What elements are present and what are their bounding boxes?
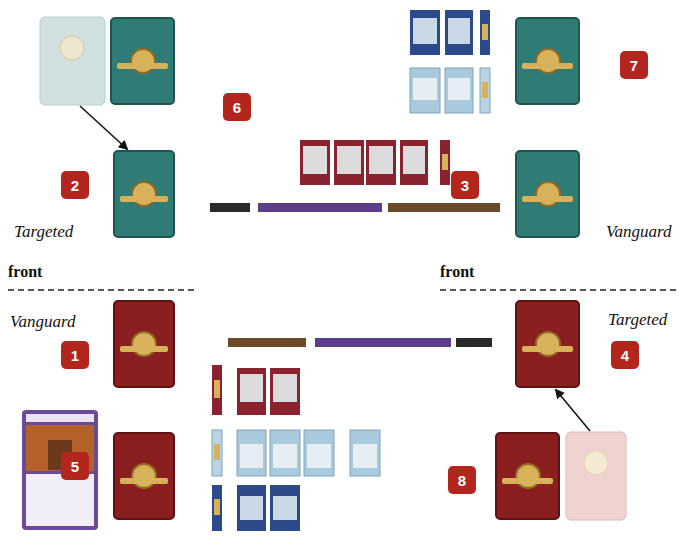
unit-card: 3 bbox=[515, 150, 580, 238]
unit-card: 8 bbox=[495, 432, 560, 520]
callout-number: 4 bbox=[611, 341, 639, 369]
card-plate bbox=[522, 63, 573, 69]
callout-number: 7 bbox=[620, 51, 648, 79]
unit-card: 4 bbox=[515, 300, 580, 388]
card-plate bbox=[120, 196, 169, 202]
card-emblem bbox=[131, 181, 157, 207]
role-label: Targeted bbox=[14, 222, 73, 242]
front-label: front bbox=[440, 263, 474, 281]
unit-card: 2 bbox=[113, 150, 175, 238]
card-emblem bbox=[515, 463, 541, 489]
card-emblem bbox=[131, 463, 157, 489]
role-label: Targeted bbox=[608, 310, 667, 330]
callout-number: 2 bbox=[61, 171, 89, 199]
card-plate bbox=[117, 63, 168, 69]
card-plate bbox=[120, 346, 169, 352]
callout-number: 8 bbox=[448, 466, 476, 494]
card-emblem bbox=[535, 48, 561, 74]
role-label: Vanguard bbox=[10, 312, 76, 332]
card-emblem bbox=[535, 331, 561, 357]
callout-number: 5 bbox=[61, 452, 89, 480]
card-plate bbox=[522, 196, 573, 202]
front-label: front bbox=[8, 263, 42, 281]
card-emblem bbox=[131, 331, 157, 357]
card-emblem bbox=[130, 48, 156, 74]
callout-number: 1 bbox=[61, 341, 89, 369]
card-plate bbox=[120, 478, 169, 484]
unit-card: 7 bbox=[515, 17, 580, 105]
card-plate bbox=[522, 346, 573, 352]
card-plate bbox=[502, 478, 553, 484]
callout-number: 6 bbox=[223, 93, 251, 121]
role-label: Vanguard bbox=[606, 222, 672, 242]
unit-card: 5 bbox=[113, 432, 175, 520]
callout-number: 3 bbox=[451, 171, 479, 199]
unit-card: 6 bbox=[110, 17, 175, 105]
card-emblem bbox=[535, 181, 561, 207]
unit-card: 1 bbox=[113, 300, 175, 388]
